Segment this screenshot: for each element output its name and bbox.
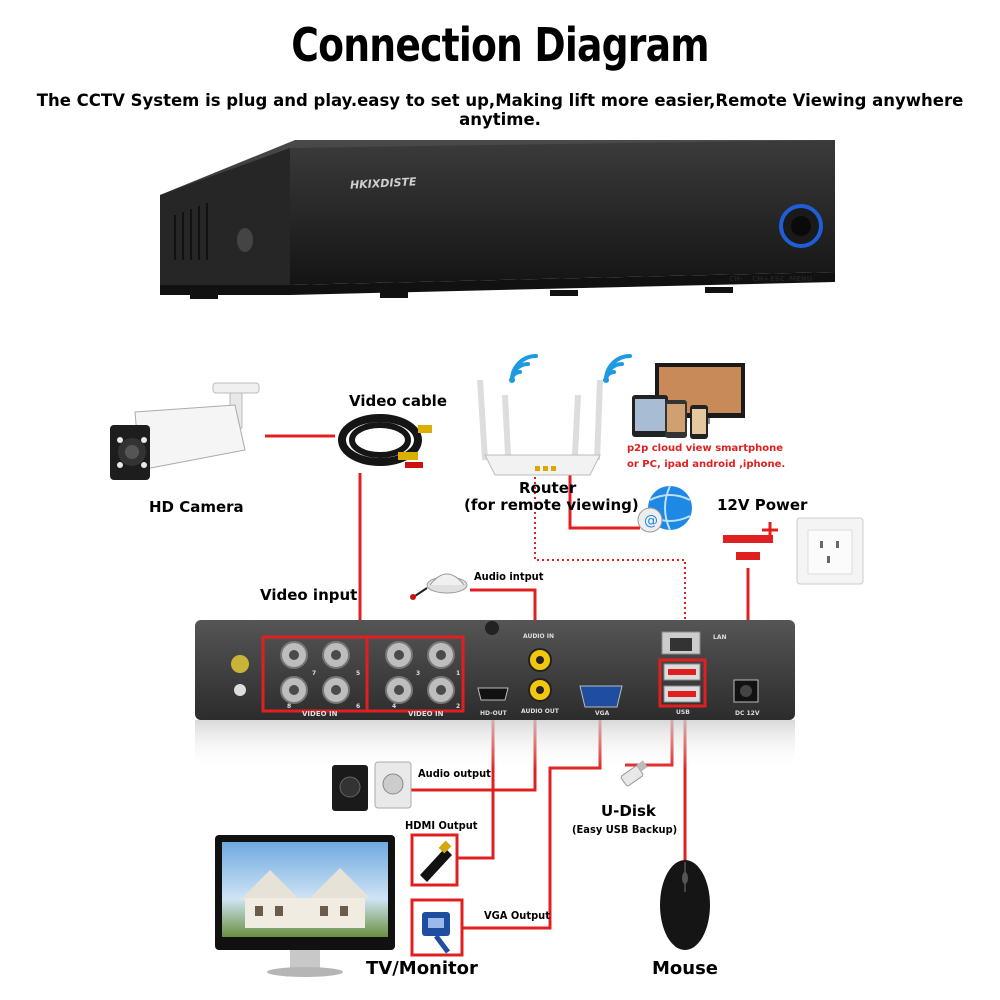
hdmi-cable-thumb: [410, 833, 459, 887]
dvr-back-panel: [195, 620, 795, 770]
menu-button[interactable]: MENU: [789, 275, 813, 283]
mouse-label: Mouse: [652, 958, 719, 979]
vga-output-label: VGA Output: [484, 909, 550, 922]
bnc-number: 3: [416, 670, 421, 677]
ch-plus-button[interactable]: CH+: [752, 275, 769, 283]
audio-input-mic-image: [410, 573, 468, 600]
internet-globe-icon: @: [637, 485, 692, 533]
audio-in-label: AUDIO IN: [523, 633, 554, 640]
p2p-label-line1: p2p cloud view smartphone: [627, 443, 784, 454]
udisk-sub-label: (Easy USB Backup): [572, 823, 678, 836]
bnc-number: 5: [356, 670, 361, 677]
devices-montage-image: [632, 363, 745, 439]
svg-text:@: @: [644, 513, 658, 529]
video-in-right-label: VIDEO IN: [408, 710, 444, 718]
speakers-image: [332, 761, 412, 811]
bnc-number: 1: [456, 670, 461, 677]
video-in-left-label: VIDEO IN: [302, 710, 338, 718]
esc-button[interactable]: ESC: [770, 275, 785, 283]
tv-monitor-image: [215, 835, 395, 977]
router-sub-label: (for remote viewing): [464, 496, 639, 514]
bnc-number: 6: [356, 703, 361, 710]
video-cable-label: Video cable: [349, 392, 447, 410]
hd-camera-image: [110, 382, 260, 480]
audio-input-label: Audio intput: [474, 570, 544, 583]
bnc-number: 2: [456, 703, 461, 710]
usb-port-label: USB: [676, 709, 690, 716]
power-symbol-icon: [723, 522, 778, 560]
bnc-number: 7: [312, 670, 317, 677]
ch-minus-button[interactable]: CH-: [729, 275, 743, 283]
lan-port-label: LAN: [713, 634, 727, 641]
usb-disk-image: [620, 760, 648, 787]
vga-port-label: VGA: [595, 710, 610, 717]
power-label: 12V Power: [717, 496, 808, 514]
video-cable-image: [338, 414, 432, 468]
audio-output-label: Audio output: [418, 767, 491, 780]
bnc-number: 4: [392, 703, 397, 710]
tv-monitor-label: TV/Monitor: [366, 958, 478, 979]
page-subtitle: The CCTV System is plug and play.easy to…: [36, 91, 964, 129]
audio-out-label: AUDIO OUT: [521, 708, 559, 715]
hd-camera-label: HD Camera: [149, 498, 244, 516]
router-image: [477, 354, 632, 476]
hdmi-port-label: HD-OUT: [480, 710, 507, 717]
page-title: Connection Diagram: [291, 18, 709, 72]
p2p-label-line2: or PC, ipad android ,iphone.: [627, 459, 786, 470]
wall-outlet-image: [796, 517, 864, 585]
mouse-image: [660, 860, 710, 950]
video-input-label: Video input: [260, 586, 358, 604]
dc-port-label: DC 12V: [735, 710, 760, 717]
udisk-label: U-Disk: [601, 802, 656, 820]
router-label: Router: [519, 479, 577, 497]
vga-cable-thumb: [410, 898, 464, 957]
bnc-number: 8: [287, 703, 292, 710]
dvr-unit: [160, 140, 835, 299]
hdmi-output-label: HDMI Output: [405, 819, 478, 832]
